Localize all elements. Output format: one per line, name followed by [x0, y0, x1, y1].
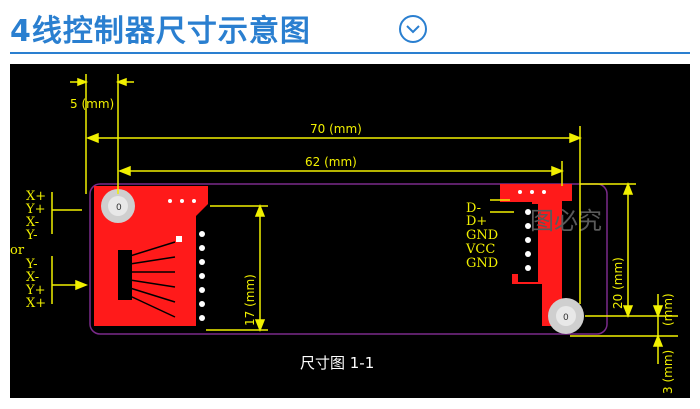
dim-5mm-label: 5 (mm): [70, 97, 114, 111]
signal-label: X+: [26, 189, 46, 204]
board-outline: [89, 183, 608, 335]
signal-label: X+: [26, 296, 46, 311]
left-pcb: 0: [94, 186, 208, 326]
signal-label: D-: [466, 201, 481, 216]
right-signal-labels: D- D+ GND VCC GND: [465, 201, 498, 271]
watermark: 图必究: [530, 207, 602, 235]
dim-20mm-label: 20 (mm): [611, 257, 625, 309]
signal-label: X-: [26, 215, 39, 230]
signal-label: Y-: [25, 257, 38, 272]
svg-text:0: 0: [116, 203, 122, 213]
signal-label: GND: [466, 228, 498, 243]
dimension-diagram: 0: [10, 64, 690, 398]
signal-label: VCC: [465, 242, 495, 257]
signal-label: Y+: [25, 202, 45, 217]
dim-70mm-label: 70 (mm): [310, 122, 362, 136]
signal-label: Y+: [25, 283, 45, 298]
dim-62mm-label: 62 (mm): [305, 155, 357, 169]
dim-mm-label: (mm): [661, 293, 675, 326]
svg-text:0: 0: [563, 313, 569, 323]
diagram-caption: 尺寸图 1-1: [300, 354, 374, 372]
dim-17mm-label: 17 (mm): [243, 274, 257, 326]
page-title: 4线控制器尺寸示意图: [10, 14, 311, 49]
signal-or-label: or: [10, 243, 25, 258]
chevron-down-circle-icon[interactable]: [398, 14, 428, 44]
diagram-svg: 0: [10, 74, 678, 394]
signal-label: D+: [466, 214, 487, 229]
dim-3mm-label: 3 (mm): [661, 350, 675, 394]
header-divider: [10, 52, 690, 54]
signal-label: GND: [466, 256, 498, 271]
header: 4线控制器尺寸示意图: [0, 0, 700, 56]
signal-label: X-: [26, 270, 39, 285]
left-signal-labels: X+ Y+ X- Y- or Y- X- Y+ X+: [10, 189, 46, 311]
signal-label: Y-: [25, 228, 38, 243]
right-pcb: 0: [500, 184, 584, 334]
